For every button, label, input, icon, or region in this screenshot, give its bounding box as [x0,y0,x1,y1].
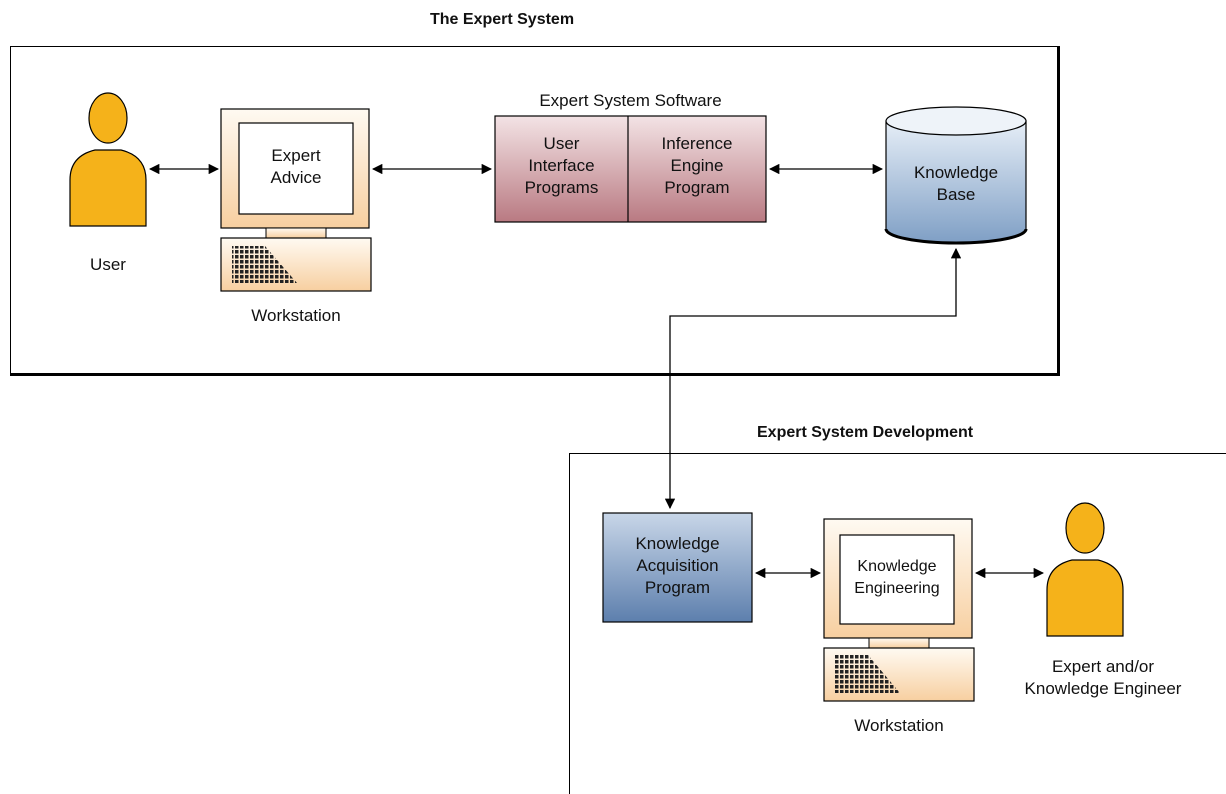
software-box [494,115,767,223]
acquisition-box [602,512,753,623]
acq-line-2: Acquisition [636,556,719,575]
screen-line-1: Expert [271,146,321,165]
screen-line-2: Advice [270,168,322,187]
workstation-top-icon [220,108,372,292]
inference-engine-text: Inference Engine Program [628,133,766,199]
ie-line-2: Engine [670,156,724,175]
user-person-icon [69,92,147,227]
expert-label: Expert and/or Knowledge Engineer [1018,656,1188,700]
ui-line-2: Interface [528,156,595,175]
workstation-bottom-icon [823,518,975,702]
expert-system-title: The Expert System [430,11,575,28]
kb-line-1: Knowledge [913,163,999,182]
expert-person-icon [1046,502,1124,637]
expert-system-panel [10,46,1060,376]
acquisition-text: Knowledge Acquisition Program [603,533,752,599]
workstation-bottom-screen-text: Knowledge Engineering [840,556,954,600]
expert-line-2: Knowledge Engineer [1024,679,1182,698]
workstation-bottom-label: Workstation [854,716,944,735]
diagram-graphics [69,92,1124,702]
software-title: Expert System Software [539,91,722,110]
workstation-top-label: Workstation [251,306,341,325]
kb-line-2: Base [936,185,976,204]
screen-line-2: Engineering [854,580,940,597]
ie-line-3: Program [664,178,730,197]
user-interface-programs-text: User Interface Programs [495,133,628,199]
user-label: User [90,255,126,274]
knowledge-base-text: Knowledge Base [886,162,1026,206]
acq-line-3: Program [644,578,711,597]
acq-line-1: Knowledge [635,534,720,553]
ui-line-3: Programs [524,178,599,197]
knowledge-base-cylinder [884,106,1028,245]
screen-line-1: Knowledge [857,558,937,575]
workstation-top-screen-text: Expert Advice [239,145,353,189]
ui-line-1: User [543,134,580,153]
expert-line-1: Expert and/or [1051,657,1155,676]
connector-arrows [148,163,1045,579]
ie-line-1: Inference [661,134,733,153]
